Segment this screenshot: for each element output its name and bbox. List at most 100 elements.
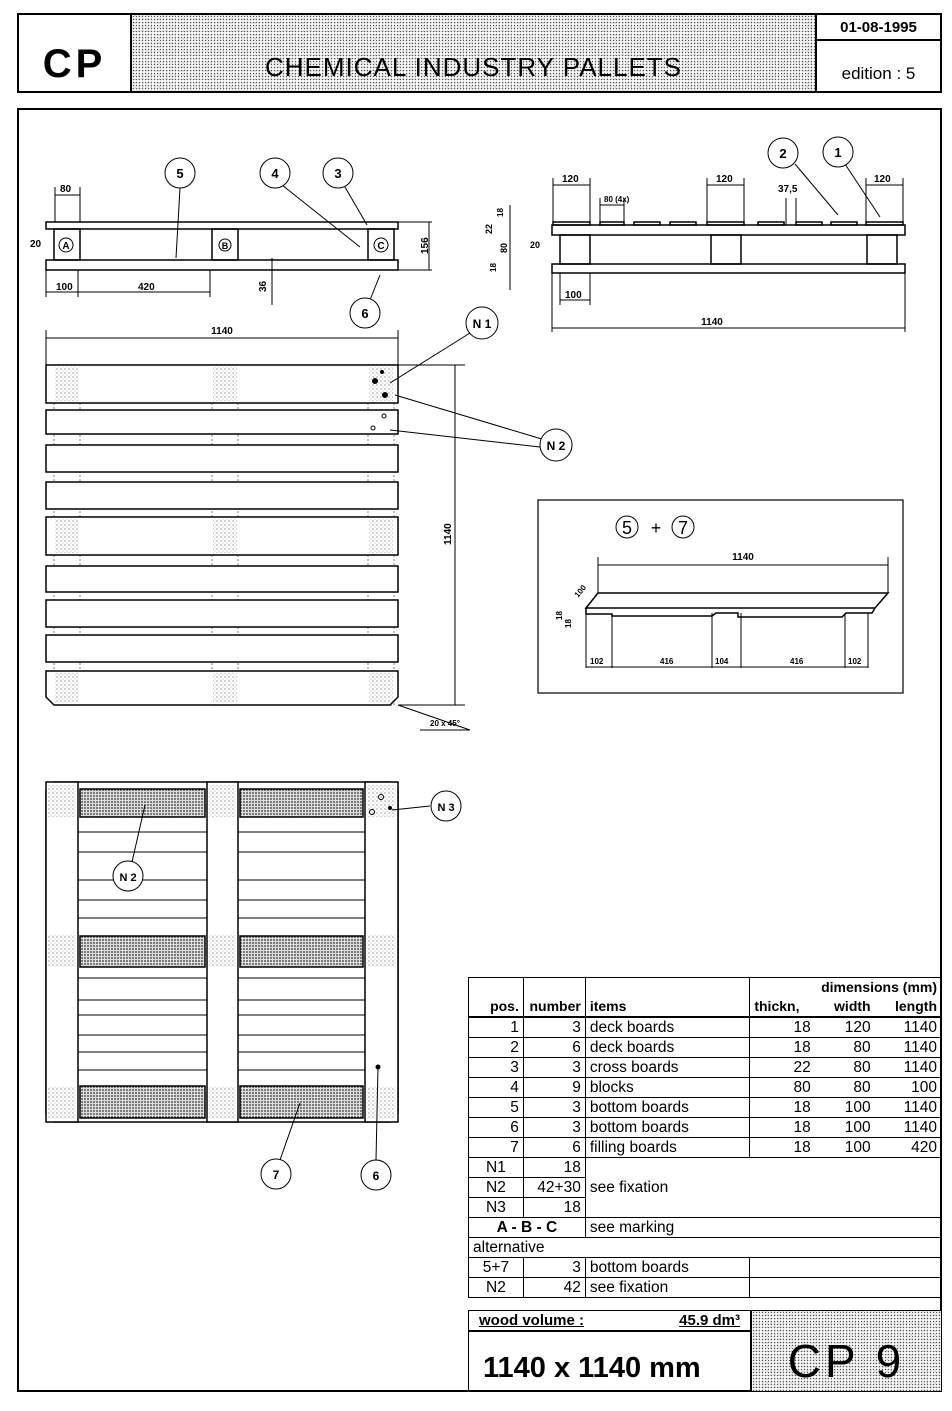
callout-n2: N 2 [547,439,566,453]
cell-item: deck boards [584,1037,751,1058]
bottom-view: N 3 N 2 7 6 [45,781,462,1191]
cell-length: 1140 [874,1097,942,1118]
detail-dim-416-left: 416 [660,657,674,666]
marking-a: A [62,241,69,252]
side-view-left: A B C 80 20 100 420 36 156 5 4 3 6 [30,157,432,329]
callout-6-bottom: 6 [373,1169,380,1183]
cell-length: 1140 [874,1016,942,1038]
cell-width: 120 [814,1016,875,1038]
chamfer-label: 20 x 45° [430,719,460,728]
pallet-size: 1140 x 1140 mm [468,1331,751,1392]
detail-dim-416-right: 416 [790,657,804,666]
cell-pos: 4 [468,1077,524,1098]
callout-4: 4 [271,166,279,181]
cell-thickness: 18 [749,1117,815,1138]
cell-thickness: 18 [749,1137,815,1158]
callout-5: 5 [176,166,183,181]
callout-1: 1 [834,145,841,160]
dim-100: 100 [56,282,73,293]
dim-18-top: 18 [496,208,505,217]
wood-volume-label: wood volume : [479,1312,584,1329]
dim-80: 80 [60,184,72,195]
parts-table: dimensions (mm) pos. number items thickn… [468,977,943,1298]
cell-width: 100 [814,1117,875,1138]
document-date: 01-08-1995 [817,15,940,41]
dim-37-5: 37,5 [778,184,798,195]
document-title: CHEMICAL INDUSTRY PALLETS [132,15,817,91]
callout-2: 2 [779,146,786,161]
cell-item: bottom boards [584,1097,751,1118]
dim-120-left: 120 [562,174,579,185]
cell-thickness: 18 [749,1037,815,1058]
dim-18-bottom: 18 [489,263,498,272]
cell-number: 3 [522,1117,586,1138]
cell-number: 42 [522,1277,586,1298]
detail-dim-18-top: 18 [555,611,564,620]
cell-pos: 2 [468,1037,524,1058]
cell-thickness: 18 [749,1016,815,1038]
detail-dim-102-right: 102 [848,657,862,666]
detail-callout-7: 7 [678,518,688,538]
detail-view-5-7: 5 + 7 1140 102 416 104 416 102 100 18 18 [537,499,904,694]
cell-number: 3 [522,1057,586,1078]
cell-number: 3 [522,1097,586,1118]
cell-number: 6 [522,1037,586,1058]
col-width: width [814,997,875,1018]
detail-dim-18-bottom: 18 [564,619,573,628]
marking-c: C [377,241,384,252]
cell-number: 42+30 [522,1177,586,1198]
detail-plus: + [651,518,662,538]
dim-20: 20 [530,240,540,250]
alternative-label: alternative [468,1237,942,1258]
dim-100: 100 [565,290,582,301]
cell-item: filling boards [584,1137,751,1158]
col-items: items [584,997,751,1018]
cell-number: 6 [522,1137,586,1158]
cell-width: 80 [814,1057,875,1078]
dim-22: 22 [484,224,494,234]
cell-item: see fixation [584,1157,943,1218]
cell-width: 100 [814,1097,875,1118]
detail-callout-5: 5 [622,518,632,538]
col-pos: pos. [468,997,524,1018]
cell-pos: 5 [468,1097,524,1118]
callout-n3: N 3 [437,802,454,814]
cell-pos: 5+7 [468,1257,524,1278]
cell-item: see fixation [584,1277,751,1298]
detail-dim-100: 100 [573,583,589,599]
cell-length: 1140 [874,1117,942,1138]
table-row-alternative-label: alternative [468,1237,942,1258]
wood-volume: wood volume : 45.9 dm³ [468,1310,751,1331]
cell-pos: 1 [468,1016,524,1038]
cell-pos: N2 [468,1177,524,1198]
cell-item: blocks [584,1077,751,1098]
dim-80-4x: 80 (4x) [604,195,630,204]
dim-width-1140: 1140 [211,326,233,337]
cell-number: 18 [522,1197,586,1218]
title-block: CP CHEMICAL INDUSTRY PALLETS 01-08-1995 … [17,13,942,93]
cell-pos: 6 [468,1117,524,1138]
detail-dim-1140: 1140 [732,552,754,563]
cell-item: bottom boards [584,1117,751,1138]
cell-width: 80 [814,1077,875,1098]
drawing-code: CP 9 [751,1310,942,1392]
cell-pos: A - B - C [468,1217,586,1238]
cell-length: 1140 [874,1057,942,1078]
side-view-right: 120 80 (4x) 120 37,5 120 18 22 80 20 18 … [484,136,906,332]
cell-pos: N3 [468,1197,524,1218]
cell-number: 9 [522,1077,586,1098]
dim-156: 156 [420,237,431,254]
cell-thickness: 18 [749,1097,815,1118]
cell-number: 18 [522,1157,586,1178]
cell-item: bottom boards [584,1257,751,1278]
cell-pos: N1 [468,1157,524,1178]
